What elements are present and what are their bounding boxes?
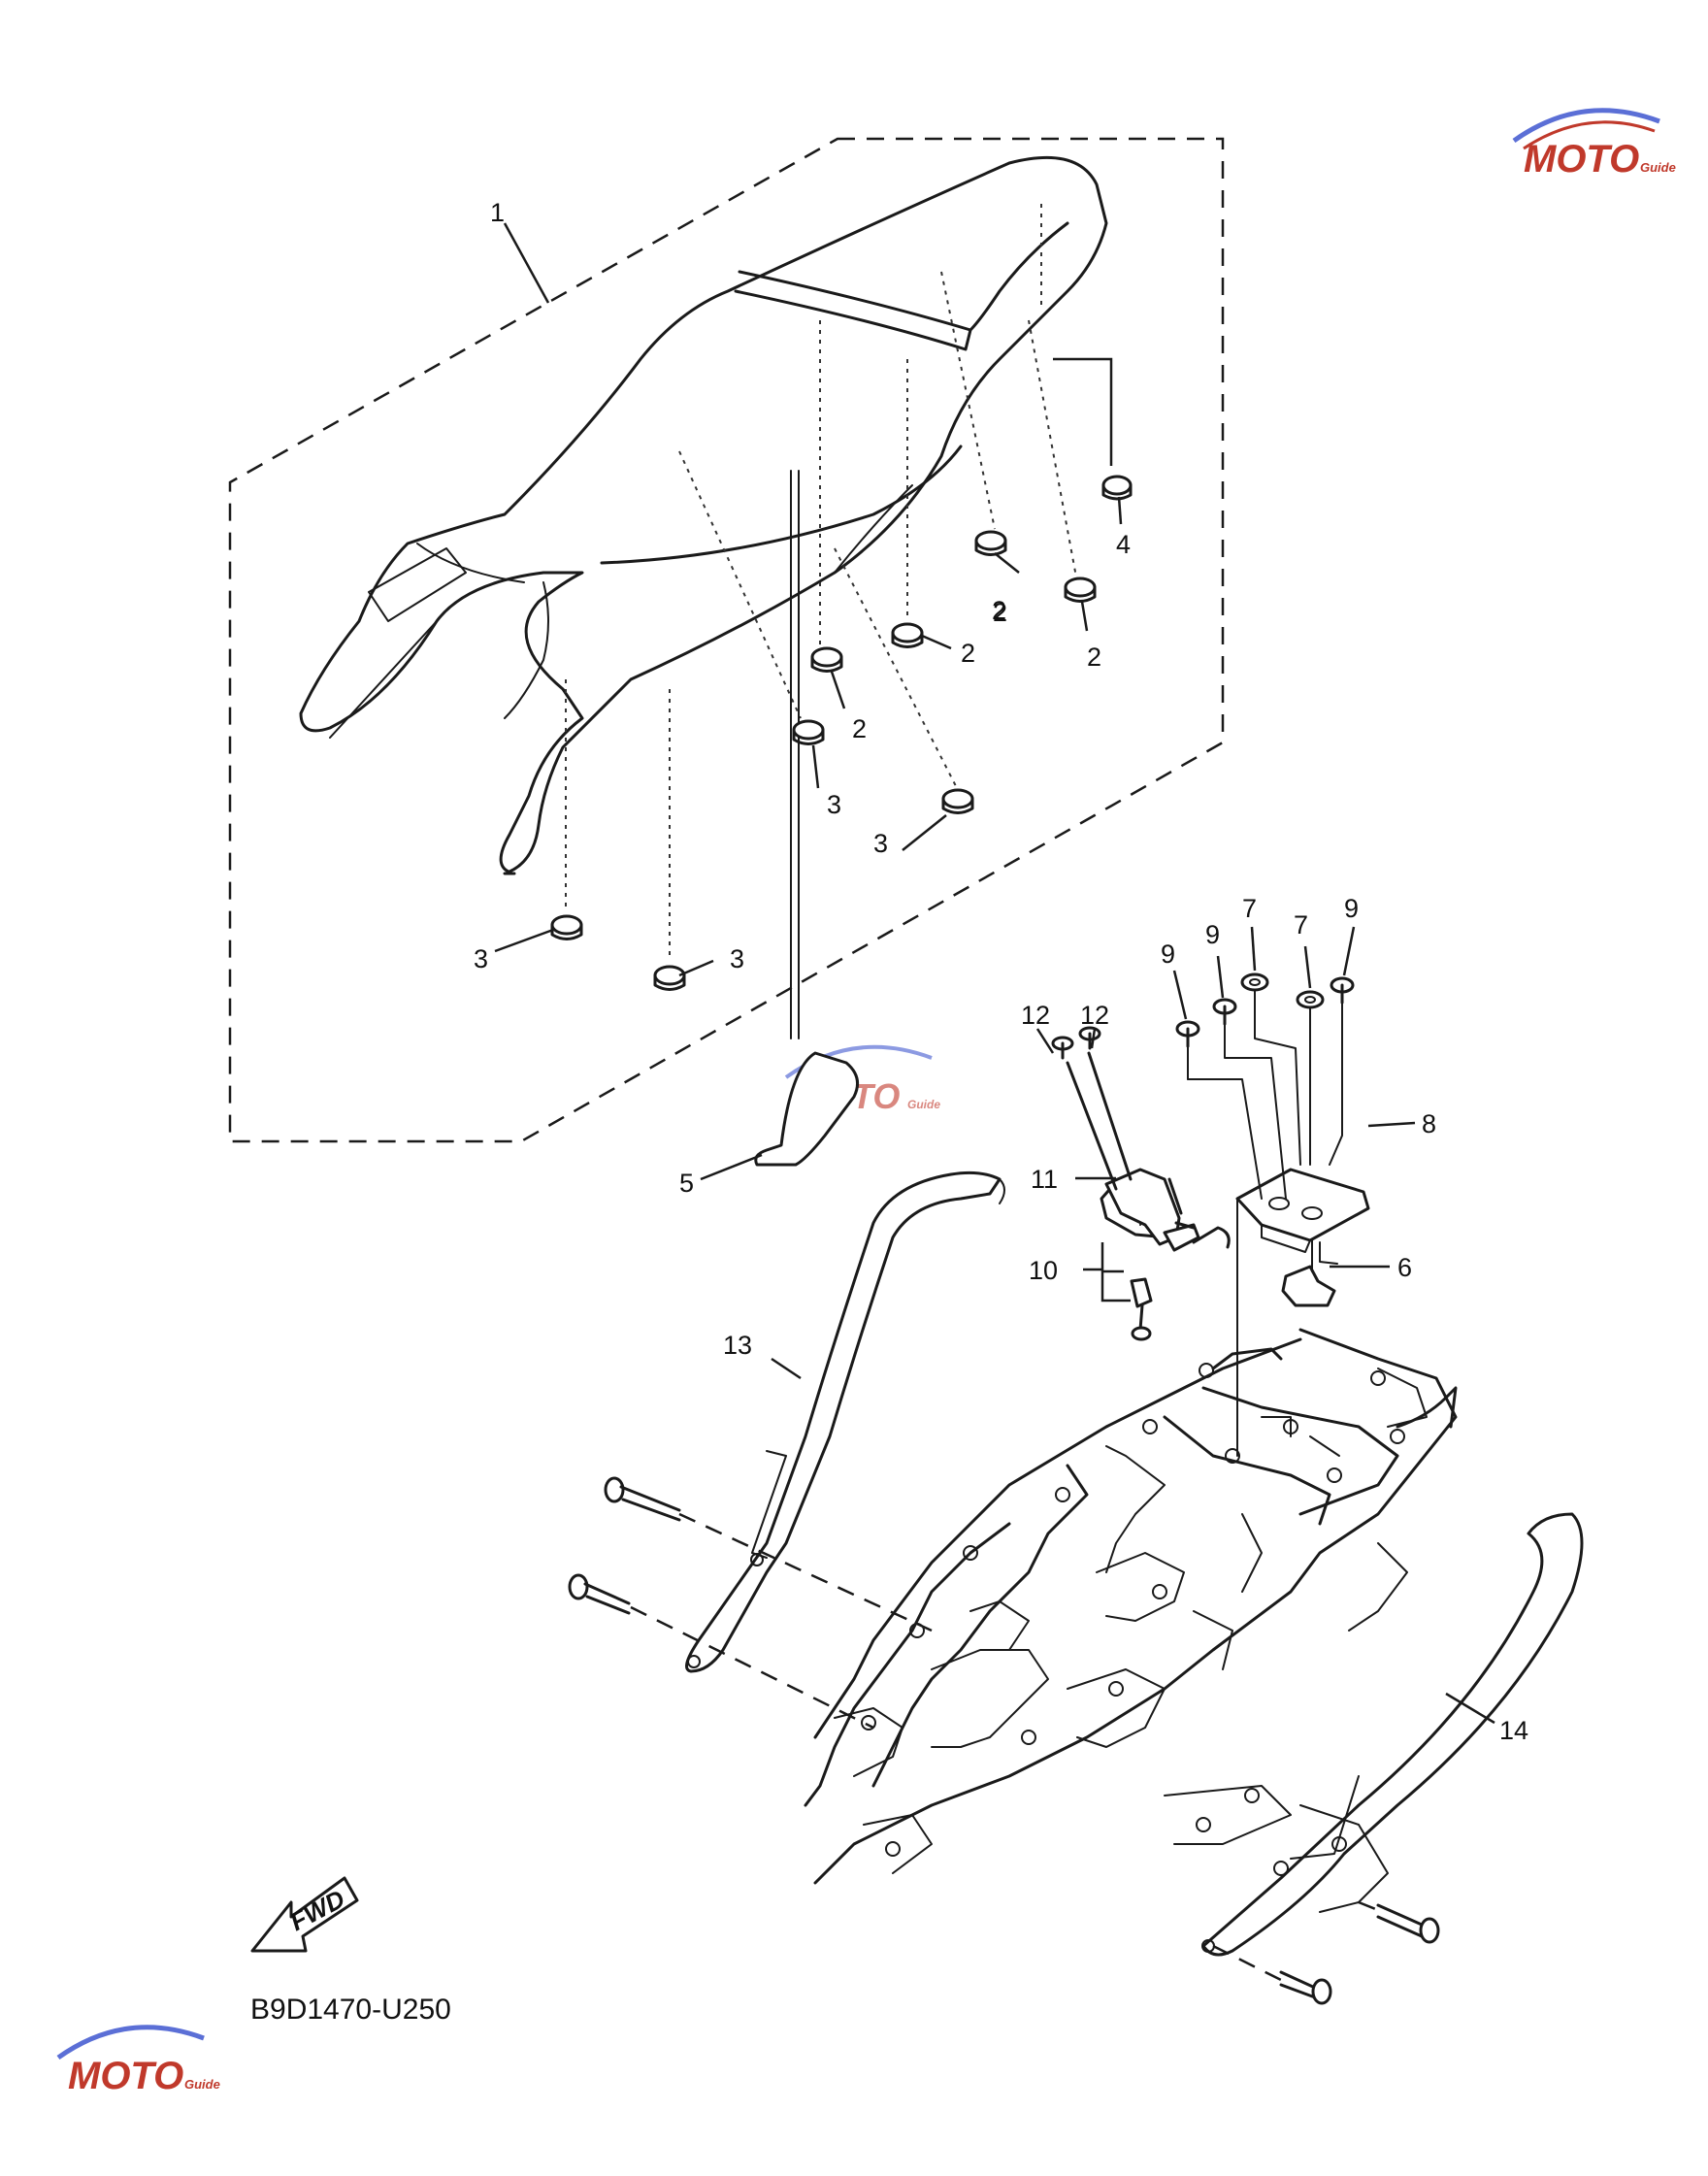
callout-label: 2 [1087,643,1101,672]
callout-label: 7 [1294,910,1308,940]
watermark-text: MOTO [1524,138,1639,181]
watermark-logo-bottom-left: MOTO Guide [56,2025,220,2097]
rear-frame [804,1328,1458,1913]
callout-label: 12 [1080,1001,1109,1030]
bolt [1212,998,1237,1026]
seat-rubber-bracket [754,1051,860,1167]
watermark-subtext: Guide [907,1098,940,1111]
callout-label: 2 [852,714,867,743]
grab-bar-left [685,1170,1005,1673]
callout-label: 3 [730,944,744,973]
seat-lock-assembly [1066,1051,1370,1341]
callout-label: 3 [873,829,888,858]
lock-hook [1281,1265,1336,1307]
callout-label: 12 [1021,1001,1050,1030]
callout-label: 10 [1029,1256,1058,1285]
callout-label: 9 [1205,920,1220,949]
seat-assembly-boundary [228,137,1225,1143]
bolt [1078,1026,1101,1050]
callout-label: 9 [1161,940,1175,969]
damper-grommets [550,475,1133,991]
grab-bar-bolts [568,1476,1440,2005]
callout-label: 1 [490,198,505,227]
grommet [1064,577,1097,603]
grommet [974,530,1007,556]
seat [299,155,1108,875]
watermark-text: MOTO [68,2055,183,2097]
bolt [1330,976,1355,1005]
callout-label: 8 [1422,1109,1436,1138]
callout-label: 3 [474,944,488,973]
bolt [1175,1020,1200,1048]
callout-label: 14 [1499,1716,1528,1745]
callout-label: 13 [723,1331,752,1360]
grommet [653,965,686,991]
watermark-logo-top-right: MOTO Guide [1512,108,1676,181]
callout-label: 4 [1116,530,1131,559]
callout-label: 11 [1031,1165,1058,1194]
bolt [1051,1036,1074,1060]
lock-stay-bracket [1235,1168,1370,1242]
fwd-arrow-icon: FWD [250,1876,359,1953]
nut [1240,973,1269,992]
callout-label: 5 [679,1169,694,1198]
grommet [550,914,583,940]
watermark-subtext: Guide [1640,160,1676,175]
callout-label: 2 [961,639,975,668]
grommet [792,719,825,745]
callout-label: 6 [1397,1253,1412,1282]
callout-label: 2 [993,598,1007,627]
callout-label: 3 [827,790,841,819]
grommet [891,622,924,648]
grab-bar-right [1201,1512,1584,1957]
bolts [1051,973,1355,1457]
callout-label: 7 [1242,894,1257,923]
grommet [810,646,843,673]
nut [1296,990,1325,1009]
callout-labels: 1 2 2 2 2 3 3 3 3 4 5 6 7 7 8 9 9 9 10 1… [474,198,1528,1745]
callout-leaders [494,222,1495,1725]
grommet [941,788,974,814]
grommet [1101,475,1133,501]
watermark-subtext: Guide [184,2077,220,2092]
assembly-guide-lines [565,204,1078,1039]
callout-label: 2 [992,596,1006,625]
callout-label: 9 [1344,894,1359,923]
diagram-code: B9D1470-U250 [250,1994,451,2026]
